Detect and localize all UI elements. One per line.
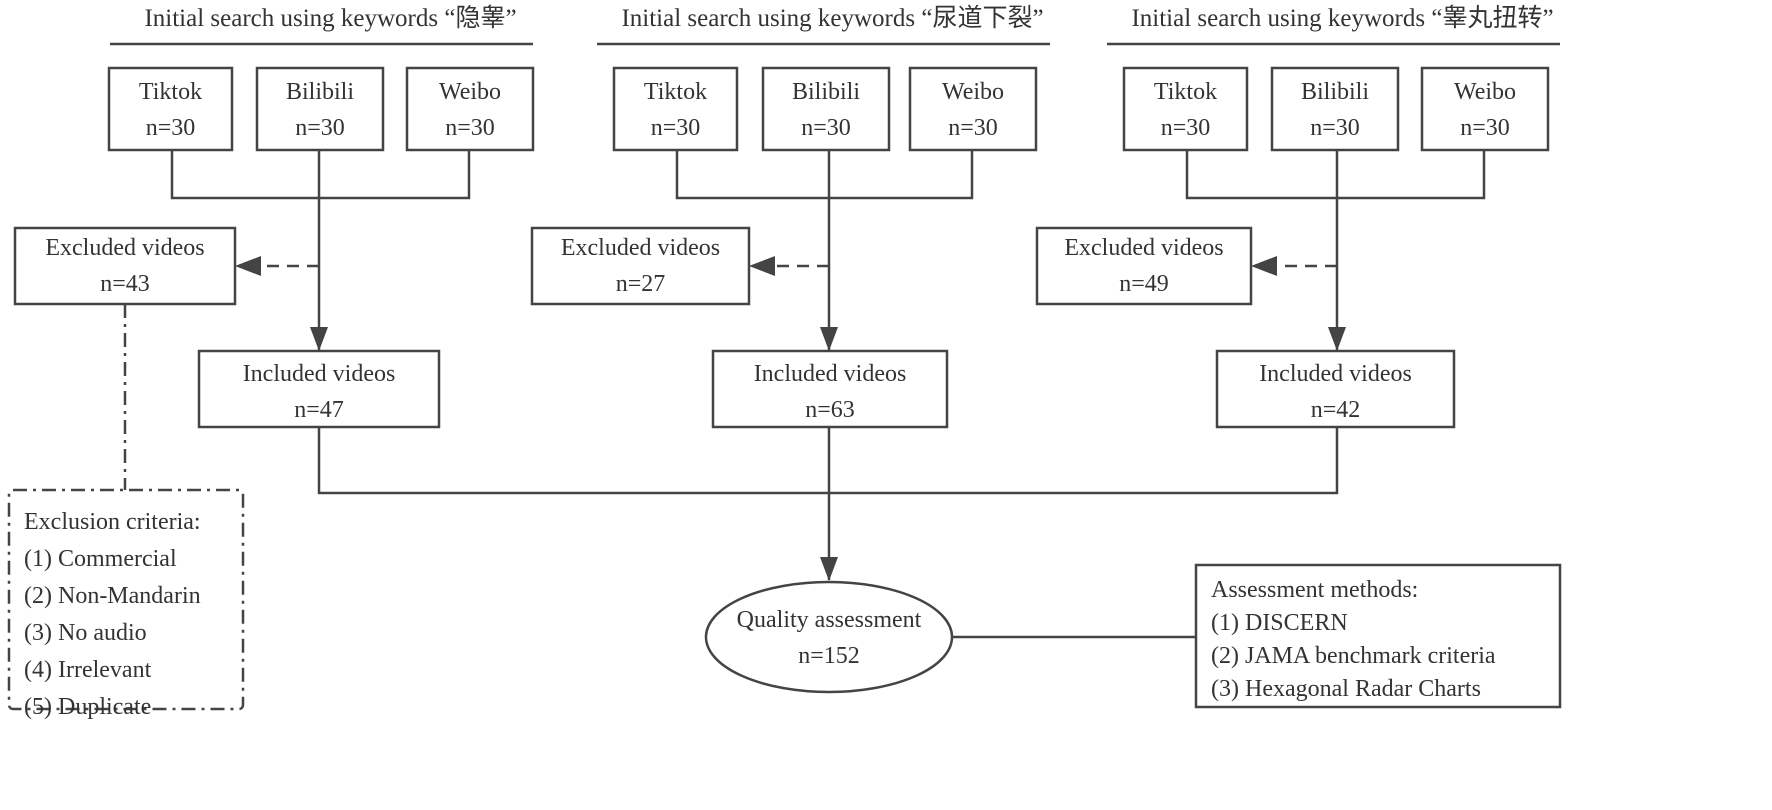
excluded-videos-3-line-1: Excluded videos (1064, 235, 1224, 261)
source-box-3-1 (1122, 66, 1249, 152)
included-videos-1: Included videos n=47 (199, 356, 439, 428)
source-3-2: Bilibili n=30 (1272, 74, 1398, 146)
exclusion-criteria-list-item: (2) Non-Mandarin (24, 583, 201, 609)
source-box-2-2 (761, 66, 891, 152)
source-3-2-line-2: n=30 (1310, 115, 1360, 141)
exclusion-criteria-box (7, 488, 245, 711)
source-box-3-2 (1270, 66, 1400, 152)
source-2-1-line-2: n=30 (650, 115, 701, 141)
source-1-1-line-1: Tiktok (138, 79, 203, 105)
search-heading-2: Initial search using keywords “尿道下裂” (621, 5, 1044, 32)
merge-connector-3 (1185, 150, 1486, 200)
excluded-videos-3-line-2: n=49 (1119, 271, 1169, 297)
included-videos-2-line-2: n=63 (805, 397, 855, 423)
merge-connector-1 (170, 150, 471, 200)
excluded-videos-3: Excluded videos n=49 (1037, 230, 1251, 302)
exclusion-arrowhead-3 (1251, 256, 1277, 276)
included-box-3 (1215, 349, 1456, 429)
source-1-3: Weibo n=30 (407, 74, 533, 146)
source-box-1-1 (107, 66, 234, 152)
source-2-2: Bilibili n=30 (763, 74, 889, 146)
assessment-methods-list-item: (1) DISCERN (1211, 610, 1348, 636)
exclusion-arrowhead-2 (749, 256, 775, 276)
source-2-2-line-1: Bilibili (791, 79, 860, 105)
source-3-1-line-1: Tiktok (1153, 79, 1218, 105)
source-box-2-1 (612, 66, 739, 152)
source-3-1-line-2: n=30 (1160, 115, 1211, 141)
source-1-2-line-2: n=30 (295, 115, 345, 141)
excluded-videos-2-line-2: n=27 (615, 271, 666, 297)
quality-assessment-line-2: n=152 (798, 643, 860, 669)
assessment-methods-box (1194, 563, 1562, 709)
search-heading-3: Initial search using keywords “睾丸扭转” (1131, 5, 1554, 32)
included-videos-2: Included videos n=63 (713, 356, 947, 428)
included-videos-1-line-2: n=47 (294, 397, 344, 423)
source-1-2: Bilibili n=30 (257, 74, 383, 146)
assessment-methods-list-item: (2) JAMA benchmark criteria (1211, 643, 1496, 669)
search-heading-1: Initial search using keywords “隐睾” (144, 5, 517, 32)
excluded-videos-1-line-1: Excluded videos (45, 235, 205, 261)
exclusion-criteria-list-title: Exclusion criteria: (24, 509, 201, 535)
excluded-videos-1-line-2: n=43 (100, 271, 150, 297)
exclusion-criteria-list-item: (1) Commercial (24, 546, 177, 572)
excluded-videos-2-line-1: Excluded videos (560, 235, 721, 261)
included-videos-2-line-1: Included videos (753, 361, 907, 387)
source-2-2-line-2: n=30 (801, 115, 851, 141)
excluded-videos-2: Excluded videos n=27 (532, 230, 749, 302)
source-2-3-line-1: Weibo (941, 79, 1005, 105)
source-2-1-line-1: Tiktok (643, 79, 708, 105)
quality-assessment-line-1: Quality assessment (736, 607, 922, 633)
source-2-1: Tiktok n=30 (614, 74, 737, 146)
source-1-1: Tiktok n=30 (109, 74, 232, 146)
exclusion-criteria-list: Exclusion criteria: (1) Commercial (2) Non… (24, 504, 201, 726)
assessment-methods-list-title: Assessment methods: (1211, 577, 1419, 603)
source-3-3-line-1: Weibo (1453, 79, 1517, 105)
quality-assessment: Quality assessment n=152 (707, 602, 951, 674)
source-3-3-line-2: n=30 (1460, 115, 1510, 141)
source-3-2-line-1: Bilibili (1300, 79, 1369, 105)
source-1-2-line-1: Bilibili (285, 79, 354, 105)
source-2-3-line-2: n=30 (948, 115, 998, 141)
source-3-3: Weibo n=30 (1422, 74, 1548, 146)
exclusion-arrowhead-1 (235, 256, 261, 276)
assessment-methods-list: Assessment methods: (1) DISCERN (2) JAMA b… (1211, 572, 1496, 704)
source-1-3-line-2: n=30 (445, 115, 495, 141)
included-videos-1-line-1: Included videos (242, 361, 396, 387)
assessment-methods-list-item: (3) Hexagonal Radar Charts (1211, 676, 1481, 702)
included-videos-3: Included videos n=42 (1217, 356, 1454, 428)
included-videos-3-line-2: n=42 (1310, 397, 1361, 423)
exclusion-criteria-list-item: (3) No audio (24, 620, 147, 646)
included-videos-3-line-1: Included videos (1259, 361, 1412, 387)
source-1-1-line-2: n=30 (145, 115, 196, 141)
source-2-3: Weibo n=30 (910, 74, 1036, 146)
excluded-videos-1: Excluded videos n=43 (15, 230, 235, 302)
source-1-3-line-1: Weibo (438, 79, 502, 105)
source-3-1: Tiktok n=30 (1124, 74, 1247, 146)
merge-connector-2 (675, 150, 974, 200)
exclusion-criteria-list-item: (5) Duplicate (24, 694, 152, 720)
exclusion-criteria-list-item: (4) Irrelevant (24, 657, 152, 683)
